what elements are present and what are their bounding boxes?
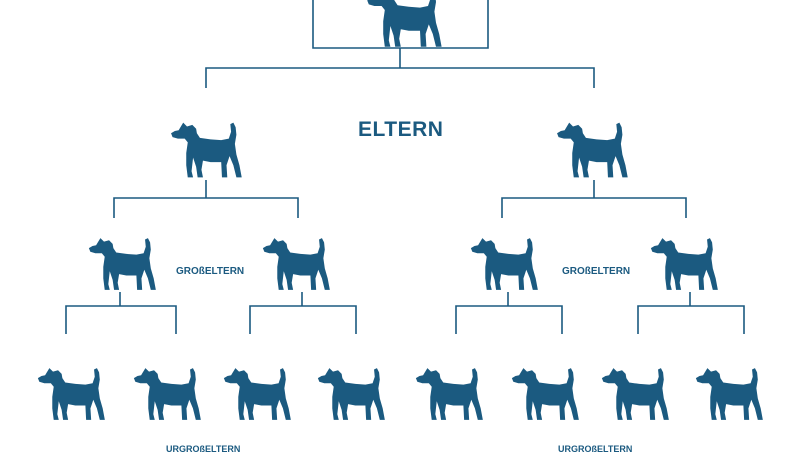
dog-silhouette-icon [133,368,201,420]
dog-silhouette-icon [470,238,538,290]
connector-parent-left [113,180,299,218]
dog-silhouette-icon [367,0,442,47]
dog-silhouette-icon [171,122,242,178]
dog-silhouette-icon [223,368,291,420]
great-grandparents-label-left: URGROßELTERN [166,444,241,454]
dog-silhouette-icon [511,368,579,420]
connector-gp-2 [249,292,357,334]
dog-silhouette-icon [557,122,628,178]
connector-gp-1 [65,292,177,334]
dog-silhouette-icon [695,368,763,420]
grandparents-label-left: GROßELTERN [176,266,245,277]
parents-label: ELTERN [358,118,444,141]
dog-silhouette-icon [601,368,669,420]
dog-silhouette-icon [415,368,483,420]
connector-gp-3 [455,292,563,334]
connector-lines [65,0,745,334]
dog-silhouette-icon [317,368,385,420]
dog-silhouette-icon [262,238,330,290]
connector-gp-4 [637,292,745,334]
dog-silhouette-icon [650,238,718,290]
dog-silhouette-icon [37,368,105,420]
great-grandparents-label-right: URGROßELTERN [558,444,633,454]
grandparents-label-right: GROßELTERN [562,266,631,277]
connector-parent-right [501,180,687,218]
connector-subject-parents [205,48,595,88]
dog-silhouette-icon [88,238,156,290]
